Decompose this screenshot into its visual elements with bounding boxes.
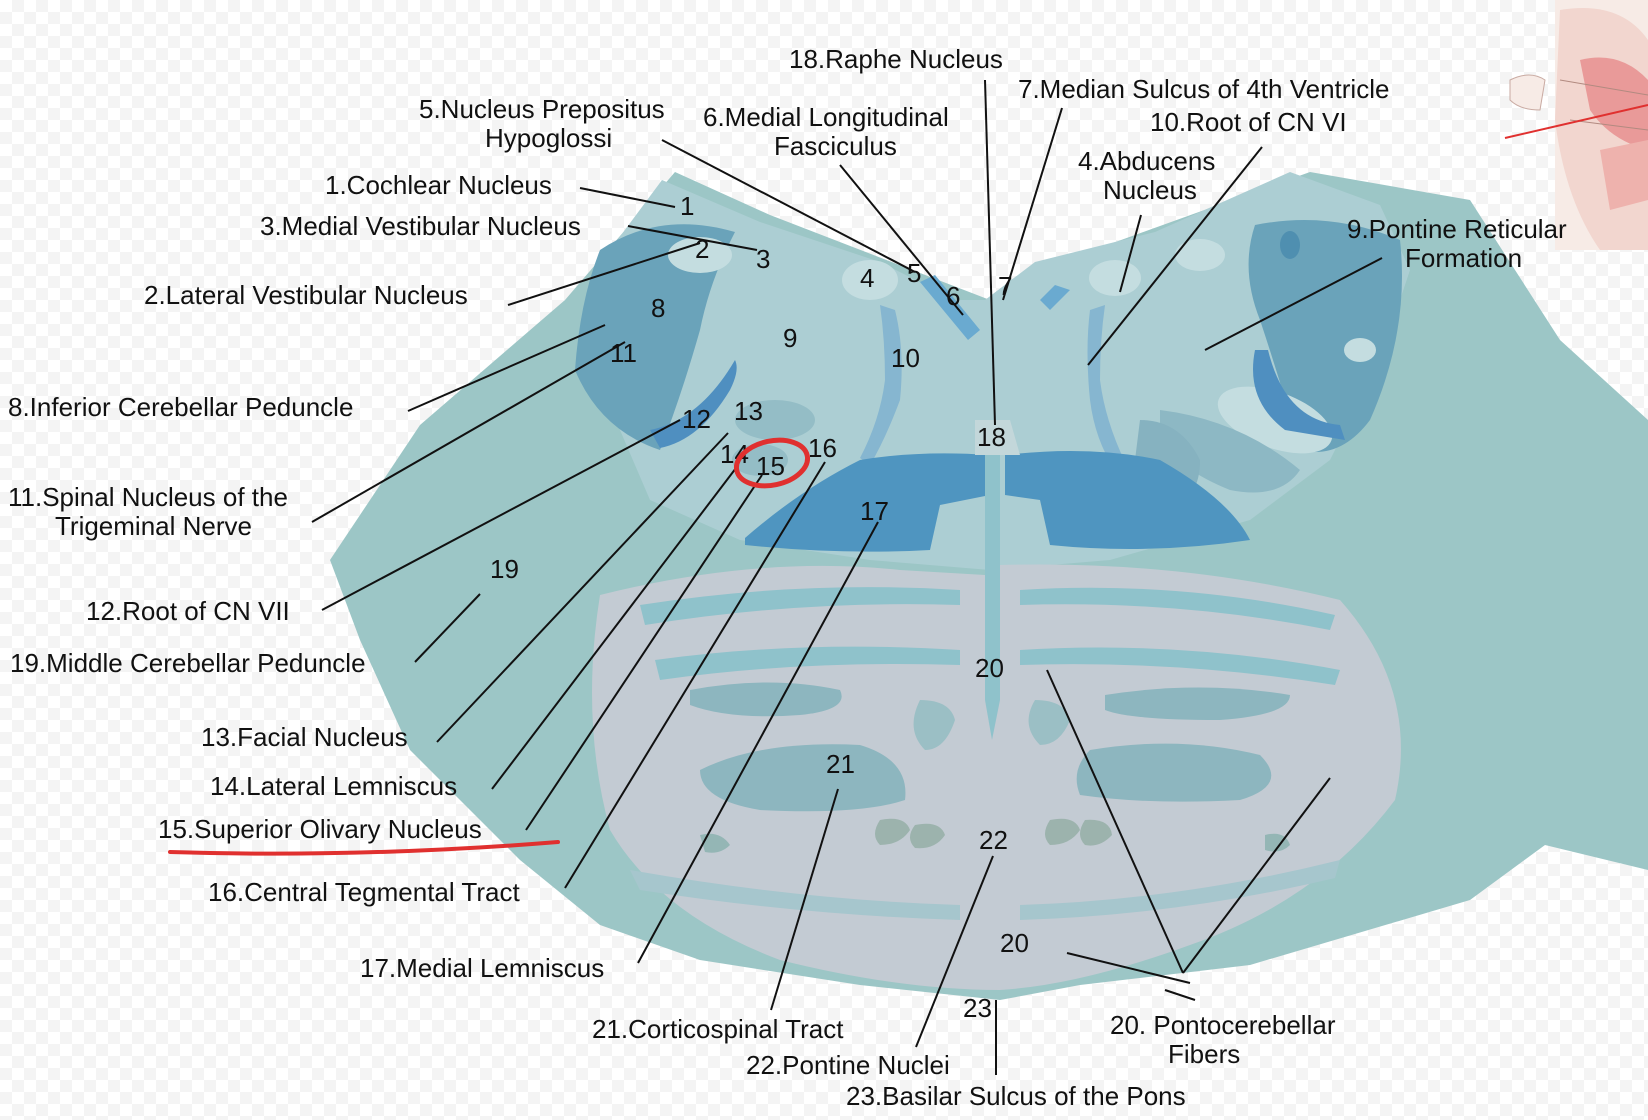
raphe-nucleus [975, 420, 1020, 455]
abducens-nucleus-left [842, 260, 898, 300]
label-mlf-2: Fasciculus [774, 131, 897, 161]
label-lateral-vestibular: 2.Lateral Vestibular Nucleus [144, 280, 468, 310]
number-17: 17 [860, 496, 889, 526]
label-raphe-nucleus: 18.Raphe Nucleus [789, 44, 1003, 74]
basis-pontis [592, 564, 1401, 990]
number-4: 4 [860, 263, 874, 293]
label-pontocerebellar-1: 20. Pontocerebellar [1110, 1010, 1336, 1040]
number-23: 23 [963, 993, 992, 1023]
number-9: 9 [783, 323, 797, 353]
label-median-sulcus: 7.Median Sulcus of 4th Ventricle [1018, 74, 1389, 104]
medial-lemniscus-right [1005, 451, 1250, 549]
highlight-underline-15 [168, 840, 560, 856]
number-13: 13 [734, 396, 763, 426]
highlight-circle-15 [733, 437, 811, 489]
structure-numbers: 1 2 3 4 5 6 7 8 9 10 11 12 13 14 15 16 1… [490, 191, 1029, 1023]
corticospinal-tract-right [1076, 743, 1272, 802]
label-root-cn-vii: 12.Root of CN VII [86, 596, 290, 626]
number-18: 18 [977, 422, 1006, 452]
label-spinal-trigeminal-2: Trigeminal Nerve [55, 511, 252, 541]
number-11: 11 [610, 338, 637, 368]
label-superior-olivary-nucleus: 15.Superior Olivary Nucleus [158, 814, 482, 844]
root-cn-vii-left [650, 360, 737, 448]
inferior-cerebellar-peduncle-right [1248, 220, 1402, 452]
number-1: 1 [680, 191, 694, 221]
number-5: 5 [907, 258, 921, 288]
number-10: 10 [891, 343, 920, 373]
mlf-right [1040, 285, 1070, 310]
label-pontine-reticular-1: 9.Pontine Reticular [1347, 214, 1567, 244]
pontine-nuclei-left-4 [910, 823, 945, 849]
number-21: 21 [826, 749, 855, 779]
pontine-nuclei-left-2 [913, 700, 955, 750]
label-inferior-cerebellar-peduncle: 8.Inferior Cerebellar Peduncle [8, 392, 353, 422]
transverse-fiber-band-4 [1020, 647, 1340, 685]
vestibular-nucleus-left [668, 237, 732, 273]
label-mlf-1: 6.Medial Longitudinal [703, 102, 949, 132]
transverse-fiber-band-5 [630, 870, 960, 920]
pontine-nuclei-right-2 [1028, 700, 1070, 745]
trigeminal-oval-right [1344, 338, 1376, 362]
number-3: 3 [756, 244, 770, 274]
small-oval-right [1280, 231, 1300, 259]
label-spinal-trigeminal-1: 11.Spinal Nucleus of the [8, 482, 288, 512]
root-cn-vi-right [1087, 305, 1125, 470]
label-middle-cerebellar-peduncle: 19.Middle Cerebellar Peduncle [10, 648, 366, 678]
number-12: 12 [682, 404, 711, 434]
inferior-cerebellar-peduncle-left [575, 224, 735, 450]
label-pontine-reticular-2: Formation [1405, 243, 1522, 273]
vestibular-nucleus-right [1175, 239, 1225, 271]
number-6: 6 [946, 281, 960, 311]
medial-lemniscus-left [745, 453, 990, 552]
label-cochlear-nucleus: 1.Cochlear Nucleus [325, 170, 552, 200]
label-pontine-nuclei: 22.Pontine Nuclei [746, 1050, 950, 1080]
label-facial-nucleus: 13.Facial Nucleus [201, 722, 408, 752]
corticospinal-tract-left [700, 744, 906, 812]
structure-labels: 18.Raphe Nucleus 7.Median Sulcus of 4th … [8, 44, 1567, 1111]
label-abducens-2: Nucleus [1103, 175, 1197, 205]
number-2: 2 [695, 234, 709, 264]
orientation-inset-thumbnail [1504, 0, 1648, 250]
pons-midline [985, 455, 1000, 740]
label-central-tegmental-tract: 16.Central Tegmental Tract [208, 877, 520, 907]
number-7: 7 [998, 271, 1012, 301]
transverse-fiber-band-6 [1020, 860, 1340, 920]
facial-nucleus-shape [735, 400, 815, 440]
mlf-left [920, 275, 980, 340]
pontine-nuclei-left-1 [690, 682, 842, 717]
number-15: 15 [756, 451, 785, 481]
pontine-nuclei-right-3 [1045, 818, 1080, 845]
label-medial-vestibular: 3.Medial Vestibular Nucleus [260, 211, 581, 241]
label-lateral-lemniscus: 14.Lateral Lemniscus [210, 771, 457, 801]
pontine-nuclei-right-1 [1105, 687, 1290, 720]
number-19: 19 [490, 554, 519, 584]
label-pontocerebellar-2: Fibers [1168, 1039, 1240, 1069]
root-cn-vii-right [1253, 350, 1345, 440]
root-cn-vi-left [860, 305, 902, 465]
number-22: 22 [979, 825, 1008, 855]
label-corticospinal-tract: 21.Corticospinal Tract [592, 1014, 844, 1044]
pontine-nuclei-right-4 [1080, 819, 1112, 846]
transverse-fiber-band-3 [655, 646, 960, 680]
pontine-nuclei-left-5 [700, 833, 730, 853]
label-nucleus-prepositus-1: 5.Nucleus Prepositus [419, 94, 665, 124]
label-basilar-sulcus: 23.Basilar Sulcus of the Pons [846, 1081, 1186, 1111]
leader-lines [311, 79, 1383, 1075]
pontine-nuclei-left-3 [875, 818, 910, 845]
number-16: 16 [808, 433, 837, 463]
abducens-nucleus-right [1089, 260, 1141, 296]
number-20-upper: 20 [975, 653, 1004, 683]
number-20-lower: 20 [1000, 928, 1029, 958]
label-root-cn-vi: 10.Root of CN VI [1150, 107, 1347, 137]
transverse-fiber-band-2 [1020, 587, 1335, 630]
transverse-fiber-band-1 [640, 587, 960, 625]
label-medial-lemniscus: 17.Medial Lemniscus [360, 953, 604, 983]
label-abducens-1: 4.Abducens [1078, 146, 1215, 176]
label-nucleus-prepositus-2: Hypoglossi [485, 123, 612, 153]
number-8: 8 [651, 293, 665, 323]
